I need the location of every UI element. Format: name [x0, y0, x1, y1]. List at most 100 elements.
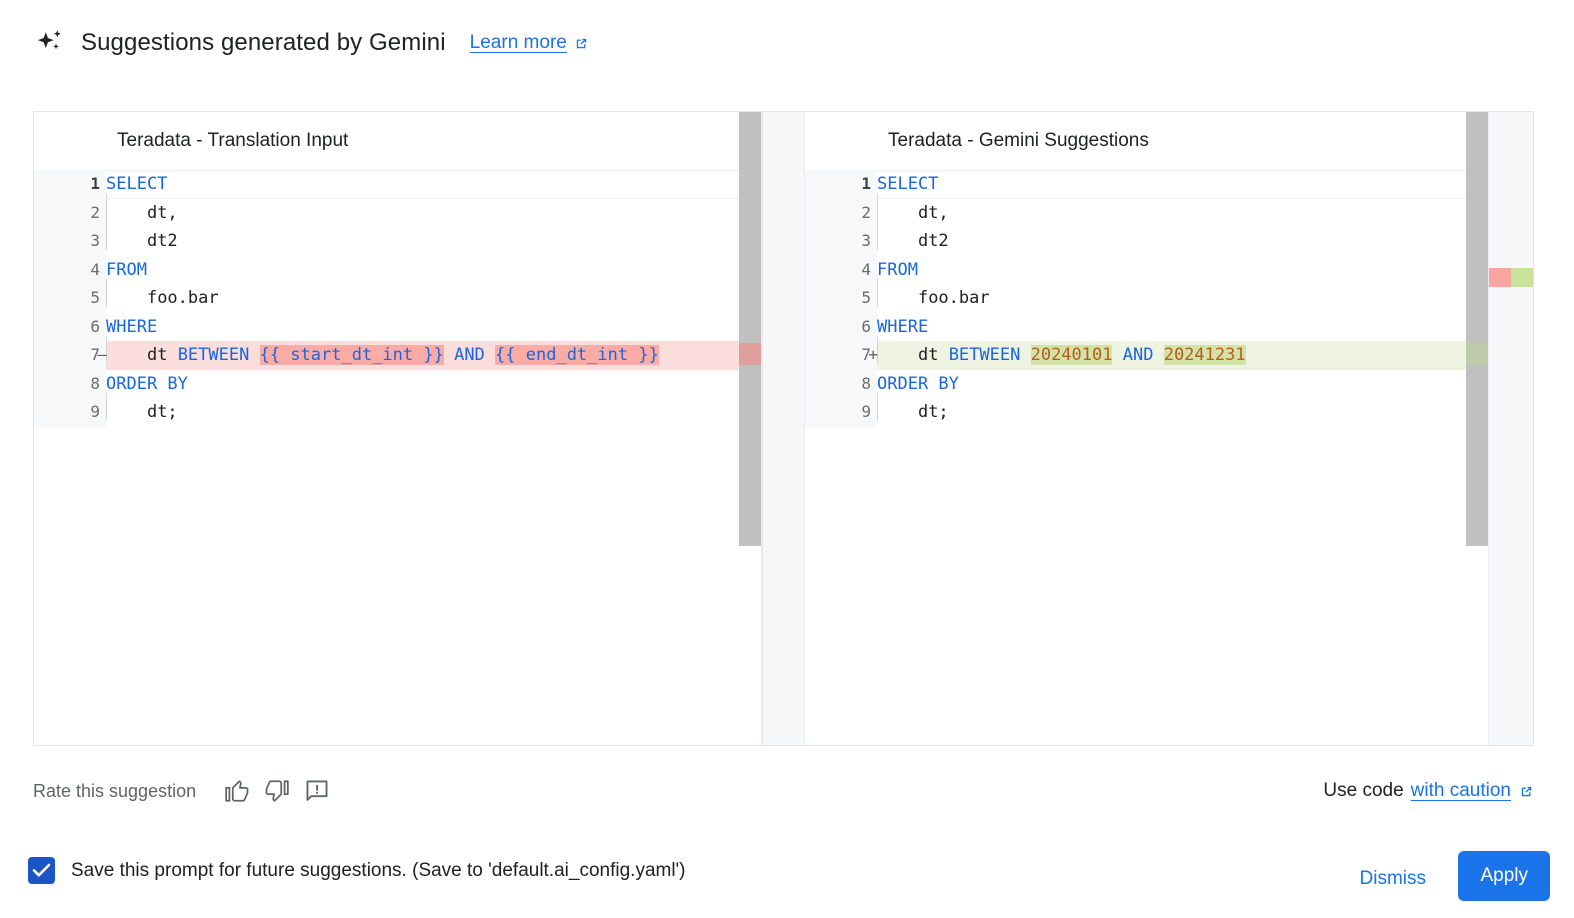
sql-column: dt	[146, 345, 168, 365]
sql-column: dt;	[917, 402, 949, 422]
line-number: 3	[805, 227, 877, 256]
diff-pane-left: Teradata - Translation Input 1 SELECT 2 …	[34, 112, 762, 745]
bottom-action-bar: Save this prompt for future suggestions.…	[0, 843, 1574, 918]
overview-marker-deleted	[1489, 268, 1511, 287]
left-pane-title: Teradata - Translation Input	[34, 112, 761, 170]
right-code-block[interactable]: 1 SELECT 2 dt, 3 dt2 4 FROM 5	[805, 170, 1533, 427]
sparkle-icon	[33, 26, 67, 60]
save-prompt-checkbox[interactable]	[28, 857, 55, 884]
code-text: dt BETWEEN 20240101 AND 20241231	[877, 336, 1533, 370]
code-line: 5 foo.bar	[34, 279, 761, 313]
line-number: 4	[805, 255, 877, 284]
code-line: 9 dt;	[805, 393, 1533, 427]
sql-keyword: FROM	[877, 259, 918, 280]
line-number: 6	[805, 312, 877, 341]
code-line: 6 WHERE	[34, 312, 761, 341]
right-pane-title: Teradata - Gemini Suggestions	[805, 112, 1533, 170]
page-title: Suggestions generated by Gemini	[81, 29, 446, 56]
sql-number-end: 20241231	[1163, 345, 1246, 365]
thumb-up-icon[interactable]	[224, 778, 250, 804]
sql-number-start: 20240101	[1030, 345, 1113, 365]
sql-column: dt,	[917, 202, 949, 223]
code-line: 2 dt,	[34, 193, 761, 228]
code-text: ORDER BY	[106, 370, 761, 399]
thumb-down-icon[interactable]	[264, 778, 290, 804]
diff-sign-deleted: –	[97, 345, 107, 364]
code-line: 2 dt,	[805, 193, 1533, 228]
sql-table: foo.bar	[917, 288, 990, 308]
code-text: dt BETWEEN {{ start_dt_int }} AND {{ end…	[106, 336, 761, 370]
code-line: 1 SELECT	[34, 170, 761, 199]
right-editor-scrollbar[interactable]	[1466, 112, 1488, 745]
code-line: 4 FROM	[805, 255, 1533, 285]
line-number: 1	[34, 170, 106, 199]
save-prompt-label: Save this prompt for future suggestions.…	[71, 859, 686, 881]
use-code-note: Use code with caution	[1323, 771, 1534, 811]
code-text: dt,	[106, 193, 761, 228]
line-number: 6	[34, 312, 106, 341]
with-caution-link[interactable]: with caution	[1410, 780, 1511, 801]
left-code-block[interactable]: 1 SELECT 2 dt, 3 dt2 4 FROM 5	[34, 170, 761, 427]
line-number: 7+	[805, 341, 878, 370]
dismiss-button[interactable]: Dismiss	[1359, 868, 1427, 889]
code-text: SELECT	[877, 170, 1533, 199]
code-text: dt,	[877, 193, 1533, 228]
code-text: foo.bar	[877, 279, 1533, 313]
line-number: 2	[34, 198, 106, 227]
code-text: SELECT	[106, 170, 761, 199]
line-number: 2	[805, 198, 877, 227]
sql-table: foo.bar	[146, 288, 219, 308]
code-line-deleted: 7– dt BETWEEN {{ start_dt_int }} AND {{ …	[34, 336, 761, 370]
learn-more-label: Learn more	[469, 32, 567, 53]
rate-label: Rate this suggestion	[33, 780, 197, 801]
left-editor-scrollbar[interactable]	[739, 112, 761, 745]
code-line: 6 WHERE	[805, 312, 1533, 342]
sql-keyword: ORDER BY	[877, 373, 959, 394]
code-line: 8 ORDER BY	[805, 369, 1533, 398]
line-number: 9	[34, 398, 106, 427]
code-text: WHERE	[877, 313, 1533, 342]
line-number: 7–	[34, 341, 107, 370]
line-number: 5	[805, 284, 877, 313]
diff-pane-right: Teradata - Gemini Suggestions 1 SELECT 2…	[805, 112, 1533, 745]
code-text: FROM	[106, 256, 761, 285]
sql-keyword: AND	[454, 345, 485, 365]
code-line-added: 7+ dt BETWEEN 20240101 AND 20241231	[805, 336, 1533, 370]
rate-row: Rate this suggestion	[33, 771, 1534, 811]
line-number: 1	[805, 170, 877, 199]
sql-keyword: BETWEEN	[177, 345, 250, 365]
use-code-label: Use code	[1323, 780, 1404, 801]
scrollbar-thumb[interactable]	[739, 112, 761, 546]
sql-column: dt2	[917, 231, 949, 251]
save-prompt-checkbox-row[interactable]: Save this prompt for future suggestions.…	[28, 857, 686, 884]
code-text: dt2	[877, 222, 1533, 256]
diff-overview-ruler[interactable]	[1488, 112, 1533, 745]
sql-keyword: WHERE	[106, 316, 158, 337]
line-number: 3	[34, 227, 106, 256]
apply-button[interactable]: Apply	[1458, 851, 1550, 901]
code-text: dt2	[106, 222, 761, 256]
sql-keyword: BETWEEN	[948, 345, 1021, 365]
report-icon[interactable]	[304, 778, 330, 804]
sql-keyword: SELECT	[877, 174, 939, 194]
code-line: 9 dt;	[34, 393, 761, 427]
learn-more-link[interactable]: Learn more	[470, 32, 589, 54]
code-text: foo.bar	[106, 279, 761, 313]
sql-keyword: SELECT	[106, 174, 168, 194]
sql-keyword: FROM	[106, 259, 147, 280]
scrollbar-thumb[interactable]	[1466, 112, 1488, 546]
scroll-marker-deleted	[739, 343, 761, 365]
panel-header: Suggestions generated by Gemini Learn mo…	[33, 26, 589, 60]
line-number: 4	[34, 255, 106, 284]
sql-column: dt;	[146, 402, 178, 422]
code-line: 3 dt2	[805, 222, 1533, 256]
code-text: FROM	[877, 256, 1533, 285]
diff-sign-added: +	[868, 345, 878, 364]
diff-connector-gap	[762, 112, 805, 745]
line-number: 9	[805, 398, 877, 427]
line-number: 5	[34, 284, 106, 313]
sql-column: dt2	[146, 231, 178, 251]
code-line: 1 SELECT	[805, 170, 1533, 199]
line-number: 8	[34, 369, 106, 398]
